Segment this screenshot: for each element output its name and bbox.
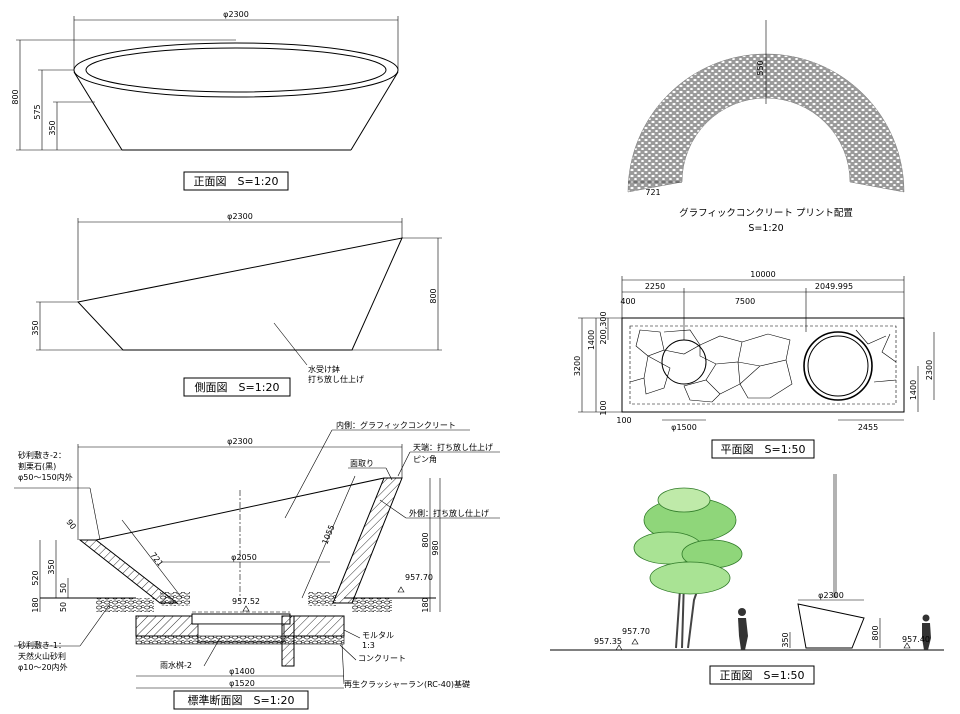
section-dim-50a: 50	[59, 583, 68, 593]
side-dim-top: φ2300	[227, 212, 253, 221]
front50-level-1: 957.70	[622, 627, 650, 636]
note-mortar-b: 1:3	[362, 641, 375, 650]
print-title-a: グラフィックコンクリート プリント配置	[679, 207, 853, 219]
front50-title: 正面図 S=1:50	[720, 669, 805, 682]
tree	[633, 487, 743, 649]
side-note-1: 水受け鉢	[308, 364, 340, 374]
note-gravel1-c: φ10～20内外	[18, 662, 68, 672]
plan-dim-1500: φ1500	[671, 423, 697, 432]
side-elevation-1-20: φ2300 350 800 水受け鉢 打ち放し仕上げ 側面図 S=1:20	[31, 212, 442, 397]
note-gravel1-a: 砂利敷き-1：	[18, 640, 66, 650]
plan-dim-2049: 2049.995	[815, 282, 853, 291]
plan-dim-1400b: 1400	[909, 380, 918, 400]
side-elevation-title: 側面図 S=1:20	[195, 381, 280, 394]
section-dim-2050: φ2050	[231, 553, 257, 562]
note-gravel2-b: 割栗石(黒)	[18, 461, 56, 471]
section-dim-1520: φ1520	[229, 679, 255, 688]
note-inner: 内側：グラフィックコンクリート	[336, 420, 456, 430]
note-drain: 雨水桝-2	[160, 660, 192, 670]
plan-dim-10000: 10000	[750, 270, 775, 279]
print-layout: 550 721 グラフィックコンクリート プリント配置 S=1:20	[627, 20, 905, 234]
section-dim-180a: 180	[31, 597, 40, 612]
side-dim-350: 350	[31, 320, 40, 335]
front-dim-top: φ2300	[223, 10, 249, 19]
section-dim-90: 90	[64, 518, 77, 532]
front-dim-800: 800	[11, 89, 20, 104]
section-level-2: 957.52	[232, 597, 260, 606]
plan-dim-100a: 100	[599, 400, 608, 415]
section-dim-350: 350	[47, 559, 56, 574]
front-elevation-1-50: φ2300 350 800 957.70 957.35 957.40 正面図 S…	[550, 474, 944, 685]
standard-section-1-20: φ2300 φ2050 φ1400 φ1520 721 1055 90 520	[14, 420, 500, 710]
plan-dim-2250: 2250	[645, 282, 665, 291]
side-note-2: 打ち放し仕上げ	[308, 374, 364, 384]
plan-dim-2300: 2300	[925, 360, 934, 380]
front50-level-2: 957.35	[594, 637, 622, 646]
front-elevation-1-20: φ2300 800 575 350 正面図 S=1:20	[11, 10, 399, 191]
plan-dim-100b: 100	[616, 416, 631, 425]
person-silhouette	[738, 608, 931, 650]
note-mortar-a: モルタル	[362, 631, 394, 640]
print-title-b: S=1:20	[748, 223, 783, 234]
section-dim-180b: 180	[421, 597, 430, 612]
section-dim-800: 800	[421, 532, 430, 547]
front50-dim-800: 800	[871, 625, 880, 640]
note-top-a: 天端：打ち放し仕上げ	[413, 442, 493, 452]
plan-dim-400: 400	[620, 297, 635, 306]
section-dim-1400: φ1400	[229, 667, 255, 676]
note-gravel2-a: 砂利敷き-2：	[18, 450, 66, 460]
plan-dim-1400a: 1400	[587, 330, 596, 350]
stone-pattern	[629, 329, 897, 403]
note-gravel2-c: φ50～150内外	[18, 472, 73, 482]
note-chamfer: 面取り	[350, 459, 374, 468]
section-dim-721: 721	[148, 551, 165, 569]
side-dim-800: 800	[429, 288, 438, 303]
note-outer: 外側：打ち放し仕上げ	[409, 508, 489, 518]
note-gravel1-b: 天然火山砂利	[18, 651, 66, 661]
section-dim-980: 980	[431, 540, 440, 555]
plan-dim-200-300: 200,300	[599, 311, 608, 344]
section-dim-1055: 1055	[321, 524, 337, 546]
plan-dim-2455: 2455	[858, 423, 878, 432]
front-dim-350: 350	[48, 120, 57, 135]
note-concrete: コンクリート	[358, 654, 406, 663]
front50-level-3: 957.40	[902, 635, 930, 644]
plan-dim-3200: 3200	[573, 356, 582, 376]
front-elevation-title: 正面図 S=1:20	[194, 175, 279, 188]
plan-dim-7500: 7500	[735, 297, 755, 306]
front50-dim-350: 350	[781, 632, 790, 647]
plan-1-50: 10000 2250 7500 2049.995 400 3200 1400 2…	[573, 270, 935, 459]
note-top-b: ピン角	[413, 454, 437, 464]
print-dim-550: 550	[756, 60, 765, 75]
note-base: 再生クラッシャーラン(RC-40)基礎	[344, 679, 470, 689]
section-title: 標準断面図 S=1:20	[188, 693, 295, 707]
print-dim-721: 721	[645, 188, 660, 197]
front50-dim-2300: φ2300	[818, 591, 844, 600]
front-dim-575: 575	[33, 104, 42, 119]
section-dim-top: φ2300	[227, 437, 253, 446]
section-level-1: 957.70	[405, 573, 433, 582]
section-dim-520: 520	[31, 570, 40, 585]
plan-title: 平面図 S=1:50	[721, 443, 806, 456]
section-dim-50b: 50	[59, 602, 68, 612]
